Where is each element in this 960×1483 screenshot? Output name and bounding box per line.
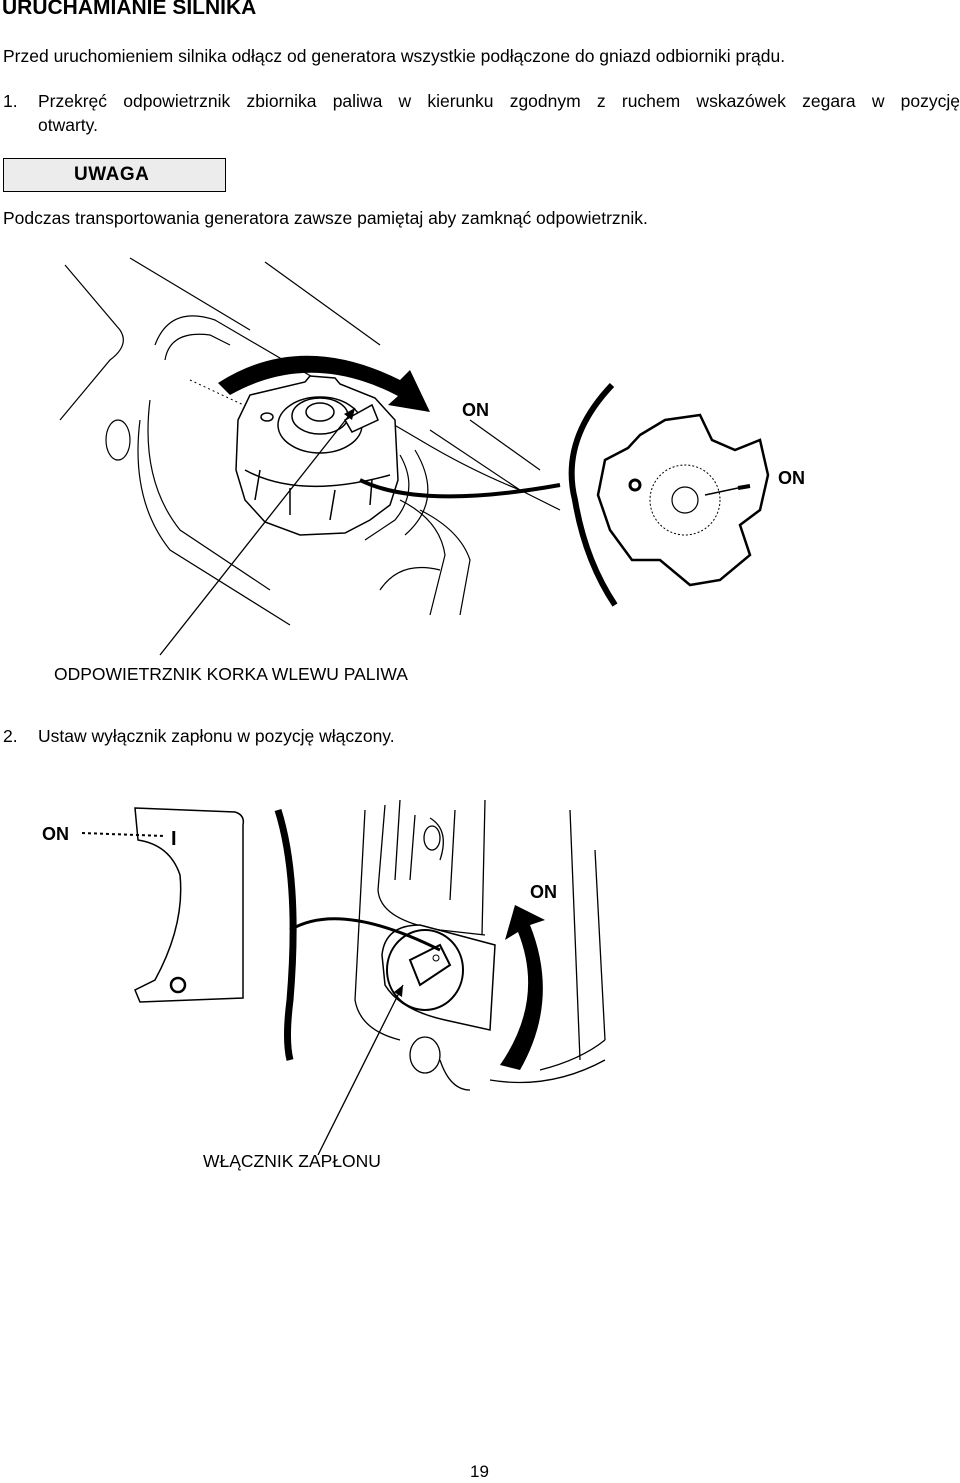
page-number: 19 [470,1462,489,1481]
step-1-row: 1. Przekręć odpowietrznik zbiornika pali… [3,89,960,113]
clockwise-arrow [218,355,430,412]
warning-text: Podczas transportowania generatora zawsz… [3,208,648,228]
detail-bracket [568,382,618,607]
step-2-text: Ustaw wyłącznik zapłonu w pozycję włączo… [38,726,395,746]
step-1: 1. Przekręć odpowietrznik zbiornika pali… [3,89,960,137]
on-label-detail: ON [778,468,805,488]
step-1-text: Przekręć odpowietrznik zbiornika paliwa … [38,91,960,111]
warning-box: UWAGA [3,158,226,192]
ignition-switch-figure: ON I ON [42,799,606,1155]
step-2-number: 2. [3,726,18,746]
detail-dotted-ring [649,464,721,536]
switch-knob [408,943,452,987]
counter-arrow [500,905,545,1070]
off-mark-circle [169,976,187,994]
switch-on-label-main: ON [530,882,557,902]
fuel-cap-figure: ON ON [59,257,805,656]
step-2: 2. Ustaw wyłącznik zapłonu w pozycję włąc… [3,724,395,748]
detail-bracket-2 [274,808,297,1061]
warning-label: UWAGA [74,164,150,185]
pointer-line [159,407,356,656]
figure-1-caption: ODPOWIETRZNIK KORKA WLEWU PALIWA [54,664,408,684]
generator-front-lines [354,799,606,1091]
step-1-text-continued: otwarty. [38,115,98,135]
switch-on-label-detail: ON [42,824,69,844]
guide-dotted-line [189,379,251,409]
pointer-line-2 [317,984,404,1155]
on-label-main: ON [462,400,489,420]
switch-detail-panel [134,807,245,1003]
closed-mark-circle [628,478,642,492]
fuel-cap-detail [596,413,770,587]
page-title: URUCHAMIANIE SILNIKA [2,0,257,19]
off-mark: I [171,828,177,850]
detail-connector [359,478,561,499]
step-1-number: 1. [3,91,18,111]
detail-connector-2 [289,917,441,952]
figure-2-caption: WŁĄCZNIK ZAPŁONU [203,1151,381,1171]
intro-paragraph: Przed uruchomieniem silnika odłącz od ge… [3,46,786,66]
